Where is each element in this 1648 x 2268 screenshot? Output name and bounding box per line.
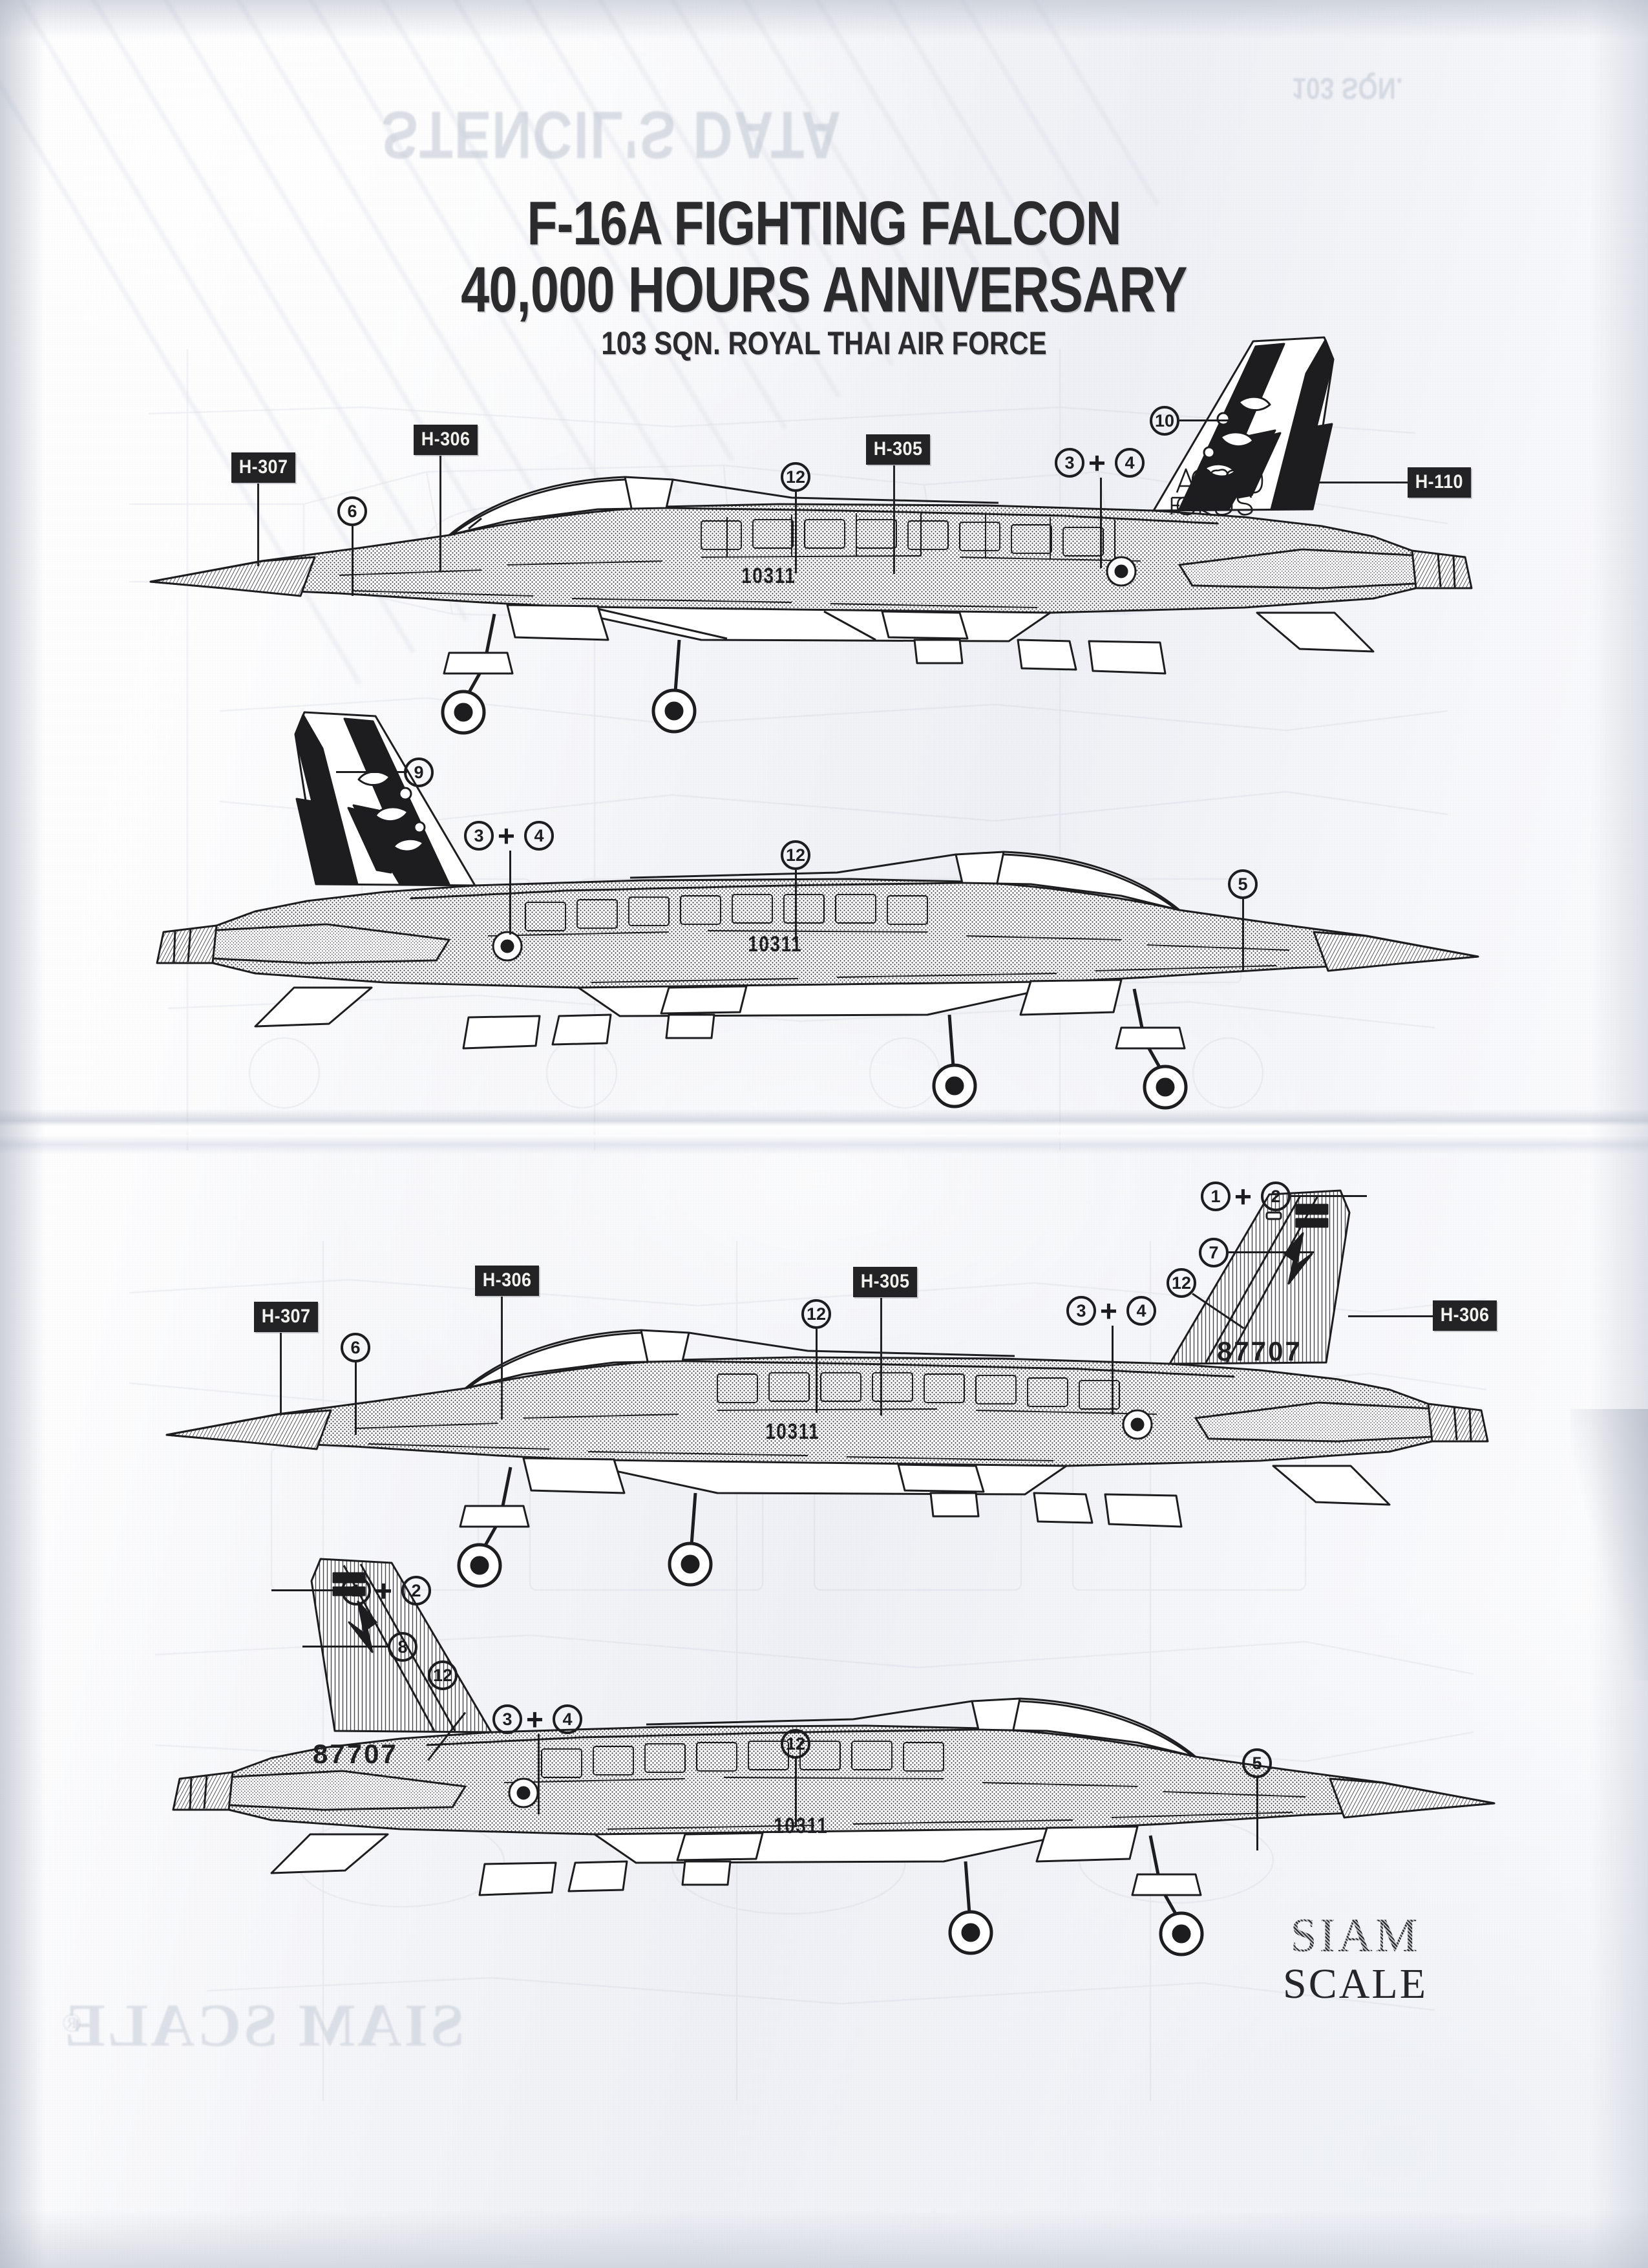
- callout-lead-5-profile-2: [1242, 899, 1244, 970]
- label-h306-right-profile-3: H-306: [1433, 1300, 1497, 1331]
- label-stem-h305-profile-1: [893, 465, 895, 574]
- paper-edge-bottom-shadow: [0, 2210, 1648, 2268]
- callout-12-profile-4: 12: [428, 1660, 458, 1690]
- callout-plus-profile-1: +: [1088, 446, 1106, 480]
- callout-4-profile-2: 4: [524, 821, 554, 851]
- callout-plus-12-profile-4: +: [375, 1574, 392, 1607]
- callout-lead-10-profile-1: [1179, 419, 1248, 421]
- callout-6-profile-1: 6: [337, 496, 367, 526]
- paper-torn-right-edge: [1570, 1409, 1648, 1680]
- callout-lead-12-profile-2: [795, 870, 797, 942]
- tail-serial-profile-3: 87707: [1217, 1336, 1302, 1366]
- callout-4-profile-4: 4: [553, 1704, 582, 1734]
- paper-edge-right-shadow: [1590, 0, 1648, 2268]
- callout-2-profile-4: 2: [401, 1576, 431, 1606]
- ghost-registered-mark: ®: [62, 2008, 82, 2037]
- title-block: F-16A FIGHTING FALCON 40,000 HOURS ANNIV…: [0, 191, 1648, 363]
- tail-serial-profile-4: 87707: [313, 1739, 398, 1769]
- label-h306-profile-3: H-306: [475, 1266, 540, 1296]
- callout-lead-9-profile-2: [336, 771, 407, 773]
- brand-line-siam: SIAM: [1290, 1909, 1421, 1962]
- fuselage-serial-profile-4: 10311: [774, 1814, 829, 1838]
- label-h305-profile-3: H-305: [853, 1267, 918, 1297]
- callout-lead-12-profile-4: [271, 1589, 344, 1591]
- page-title-line2: 40,000 HOURS ANNIVERSARY: [461, 253, 1187, 325]
- siam-scale-logo: SIAM SCALE: [1283, 1911, 1428, 2008]
- label-h306-profile-1: H-306: [414, 425, 478, 455]
- callout-3-profile-1: 3: [1055, 448, 1084, 478]
- callout-lead-34-profile-4: [538, 1734, 540, 1814]
- label-stem-h306-profile-1: [439, 456, 441, 572]
- paper-edge-left-shadow: [0, 0, 45, 2268]
- callout-plus-34-profile-4: +: [526, 1702, 544, 1736]
- label-h110-profile-1: H-110: [1408, 467, 1471, 498]
- aircraft-profile-third-left-facing: [162, 1157, 1506, 1609]
- label-stem-h306-profile-3: [501, 1297, 503, 1419]
- callout-plus-34-profile-3: +: [1100, 1294, 1117, 1328]
- callout-8-profile-4: 8: [388, 1632, 417, 1662]
- callout-plus-profile-2: +: [498, 819, 515, 853]
- callout-9-profile-2: 9: [404, 758, 434, 787]
- paper-edge-top-shadow: [0, 0, 1648, 39]
- fuselage-serial-profile-1: 10311: [741, 564, 796, 588]
- callout-12-profile-3: 12: [801, 1299, 831, 1329]
- label-stem-h305-profile-3: [880, 1298, 882, 1415]
- aircraft-profile-top-left-facing: [145, 304, 1496, 756]
- brand-line-scale: SCALE: [1283, 1960, 1428, 2008]
- callout-12-profile-2: 12: [781, 840, 810, 870]
- callout-lead-6-profile-1: [352, 526, 354, 596]
- callout-12-profile-1: 12: [781, 462, 810, 492]
- label-stem-h307-profile-3: [280, 1333, 282, 1415]
- callout-lead-7-profile-3: [1229, 1251, 1314, 1253]
- callout-6-profile-3: 6: [341, 1333, 370, 1362]
- callout-lead-34-profile-3: [1112, 1326, 1114, 1415]
- callout-lead-12c-profile-4: [795, 1759, 797, 1827]
- callout-12b-profile-3: 12: [1167, 1268, 1196, 1298]
- callout-lead-34-profile-1: [1100, 478, 1102, 568]
- callout-plus-12-profile-3: +: [1234, 1180, 1252, 1213]
- callout-lead-34-profile-2: [509, 851, 511, 935]
- callout-lead-6-profile-3: [355, 1362, 357, 1435]
- page-title-line1: F-16A FIGHTING FALCON: [527, 189, 1121, 258]
- callout-2-profile-3: 2: [1261, 1182, 1291, 1211]
- label-stem-h306-right-profile-3: [1348, 1315, 1435, 1317]
- callout-5-profile-4: 5: [1242, 1748, 1272, 1778]
- callout-lead-12-profile-3: [816, 1329, 818, 1413]
- label-h307-profile-3: H-307: [254, 1302, 319, 1332]
- fuselage-serial-profile-3: 10311: [765, 1419, 820, 1444]
- fuselage-serial-profile-2: 10311: [748, 932, 803, 957]
- aircraft-profile-second-right-facing: [126, 679, 1483, 1131]
- callout-lead-12n-profile-3: [1291, 1195, 1367, 1197]
- callout-3-profile-3: 3: [1066, 1296, 1096, 1326]
- callout-3-profile-4: 3: [492, 1704, 522, 1734]
- label-stem-h110-profile-1: [1318, 482, 1409, 483]
- callout-7-profile-3: 7: [1199, 1238, 1229, 1267]
- callout-1-profile-4: 1: [341, 1576, 371, 1606]
- label-h305-profile-1: H-305: [866, 434, 931, 465]
- label-h307-profile-1: H-307: [231, 452, 296, 483]
- callout-4-profile-1: 4: [1115, 448, 1145, 478]
- callout-1-profile-3: 1: [1201, 1182, 1231, 1211]
- page-subtitle: 103 SQN. ROYAL THAI AIR FORCE: [601, 325, 1047, 361]
- callout-lead-5-profile-4: [1256, 1778, 1258, 1850]
- callout-12c-profile-4: 12: [781, 1729, 810, 1759]
- callout-lead-8-profile-4: [302, 1646, 390, 1648]
- callout-5-profile-2: 5: [1228, 869, 1258, 899]
- callout-3-profile-2: 3: [464, 821, 494, 851]
- callout-4-profile-3: 4: [1126, 1296, 1156, 1326]
- callout-10-profile-1: 10: [1150, 406, 1179, 436]
- callout-lead-12-profile-1: [795, 492, 797, 573]
- label-stem-h307-profile-1: [257, 483, 259, 566]
